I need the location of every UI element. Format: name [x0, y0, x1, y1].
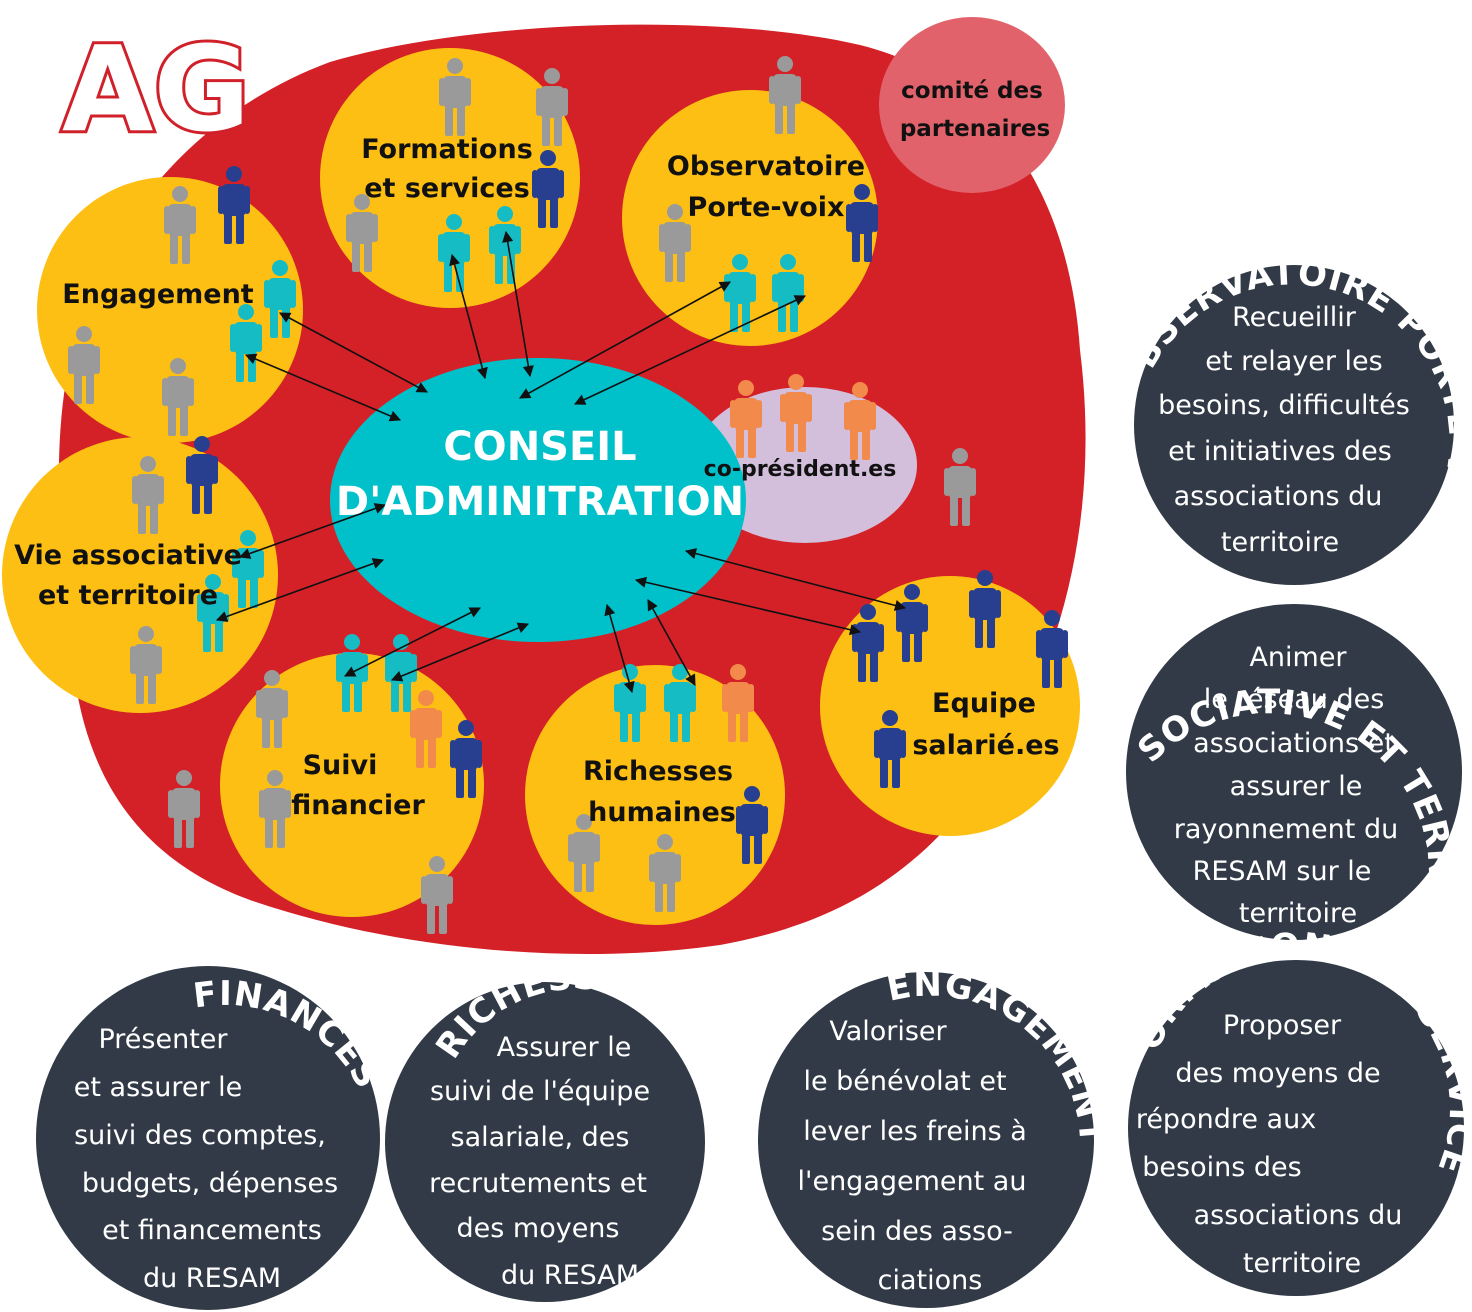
mission-vie-line: RESAM sur le	[1193, 856, 1372, 887]
mission-finances-circle	[36, 966, 380, 1310]
conseil-label-1: CONSEIL	[443, 424, 636, 470]
mission-formations-line: besoins des	[1142, 1152, 1301, 1183]
arrow	[279, 312, 428, 393]
mission-finances-line: et assurer le	[74, 1072, 243, 1103]
mission-finances-line: budgets, dépenses	[82, 1168, 338, 1199]
mission-vie-line: Animer	[1249, 642, 1347, 673]
mission-formations-line: territoire	[1243, 1248, 1361, 1279]
arrow	[215, 558, 385, 622]
mission-vie-line: rayonnement du	[1174, 814, 1398, 845]
mission-vie-line: territoire	[1239, 898, 1357, 929]
comite-circle	[879, 17, 1065, 193]
mission-engagement-circle	[758, 972, 1094, 1308]
mission-engagement-line: Valoriser	[829, 1016, 947, 1047]
mission-richesses-line: recrutements et	[429, 1168, 647, 1199]
commission-engagement-label: Engagement	[62, 279, 254, 310]
ag-logo: AG	[62, 20, 250, 158]
mission-finances-line: du RESAM	[143, 1263, 281, 1294]
mission-richesses-line: des moyens	[457, 1213, 620, 1244]
commission-formations-label-2: et services	[364, 173, 530, 204]
conseil-label-2: D'ADMINITRATION	[336, 479, 744, 525]
mission-observatoire-line: besoins, difficultés	[1158, 390, 1410, 421]
mission-engagement-line: le bénévolat et	[803, 1066, 1006, 1097]
mission-vie-line: assurer le	[1230, 771, 1363, 802]
mission-finances-line: suivi des comptes,	[74, 1120, 326, 1151]
mission-observatoire-line: territoire	[1221, 527, 1339, 558]
comite-label-1: comité des	[901, 78, 1043, 104]
mission-engagement-line: ciations	[878, 1265, 983, 1296]
arrows-group	[215, 230, 907, 694]
commission-richesses-label-2: humaines	[588, 797, 736, 828]
commission-suivi-label-1: Suivi	[303, 750, 378, 781]
arrow	[238, 503, 387, 559]
commission-equipe-label-2: salarié.es	[912, 730, 1059, 761]
mission-finances-line: Présenter	[98, 1024, 228, 1055]
comite-label-2: partenaires	[900, 116, 1050, 142]
mission-richesses-line: suivi de l'équipe	[430, 1076, 650, 1107]
commission-observatoire-label-2: Porte-voix	[688, 192, 845, 223]
mission-formations-line: répondre aux	[1136, 1104, 1316, 1135]
arrow	[244, 353, 402, 422]
mission-vie-circle	[1126, 604, 1462, 940]
mission-observatoire-circle	[1134, 265, 1454, 585]
mission-observatoire-line: Recueillir	[1232, 302, 1357, 333]
arrow	[634, 576, 862, 636]
arrow	[604, 603, 635, 694]
commission-vie-label-2: et territoire	[38, 580, 218, 611]
mission-finances: FINANCES Présenter et assurer le suivi d…	[36, 966, 387, 1310]
mission-engagement: ENGAGEMENT Valoriser le bénévolat et lev…	[758, 965, 1110, 1308]
mission-finances-line: et financements	[102, 1215, 322, 1246]
mission-formations-line: Proposer	[1223, 1010, 1342, 1041]
mission-formations-line: associations du	[1194, 1200, 1403, 1231]
mission-formations-line: des moyens de	[1175, 1058, 1380, 1089]
commission-richesses-label-1: Richesses	[583, 756, 733, 787]
commission-observatoire-label-1: Observatoire	[667, 151, 865, 182]
mission-observatoire-line: et relayer les	[1205, 346, 1382, 377]
mission-vie-line: associations et	[1193, 728, 1395, 759]
mission-richesses-line: Assurer le	[497, 1032, 632, 1063]
mission-engagement-line: sein des asso-	[821, 1216, 1013, 1247]
mission-observatoire-line: associations du	[1174, 481, 1383, 512]
mission-formations-circle	[1128, 960, 1464, 1296]
mission-observatoire-line: et initiatives des	[1168, 436, 1392, 467]
arrow	[449, 253, 488, 380]
copresidents-label: co-président.es	[704, 457, 897, 482]
mission-richesses-line: salariale, des	[451, 1122, 630, 1153]
arrow	[390, 622, 530, 682]
commission-vie-label-1: Vie associative	[14, 540, 242, 571]
commission-equipe-label-1: Equipe	[932, 688, 1036, 719]
mission-engagement-line: l'engagement au	[798, 1166, 1027, 1197]
commission-formations-label-1: Formations	[361, 134, 533, 165]
commission-suivi-label-2: financier	[291, 790, 425, 821]
arrow	[573, 295, 807, 405]
mission-engagement-line: lever les freins à	[803, 1116, 1027, 1147]
conseil-administration-ellipse	[330, 358, 746, 642]
mission-vie-line: le réseau des	[1204, 684, 1385, 715]
mission-richesses: RICHESSES HUMAINES Assurer le suivi de l…	[385, 957, 749, 1302]
mission-richesses-line: du RESAM	[501, 1260, 639, 1291]
mission-richesses-circle	[385, 982, 705, 1302]
